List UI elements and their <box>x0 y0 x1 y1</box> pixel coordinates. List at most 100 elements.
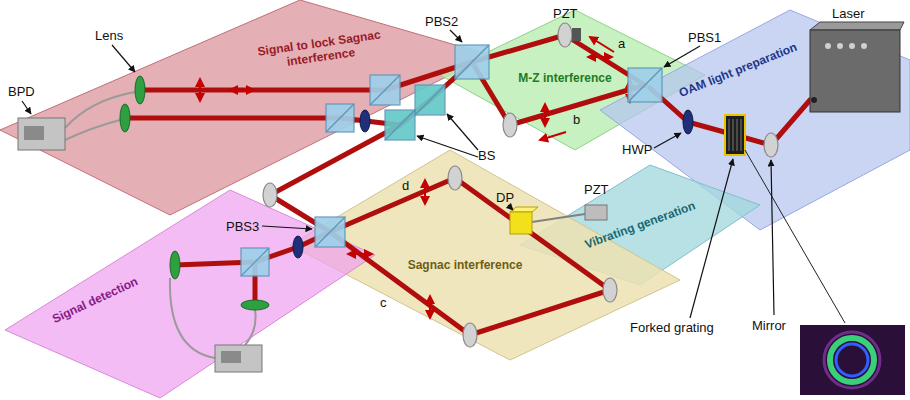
panel-band: Vibrating generation <box>520 165 760 285</box>
mirror <box>764 133 778 157</box>
panel-outline <box>290 150 680 360</box>
part-label: PBS2 <box>425 14 458 29</box>
panel-band: OAM light preparation <box>600 10 910 230</box>
panel-title: M-Z interference <box>518 71 611 85</box>
part-label: Mirror <box>752 318 786 333</box>
label-holder: DP <box>496 190 514 205</box>
label-holder: PBS1 <box>688 30 721 45</box>
beam-splitter-cube <box>315 217 345 247</box>
polarization-arrow <box>424 180 426 204</box>
part-label: BS <box>478 148 495 163</box>
beam-splitter-cube <box>455 45 489 79</box>
part-label: PBS1 <box>688 30 721 45</box>
part-label: HWP <box>622 142 652 157</box>
label-holder: PZT <box>584 182 609 197</box>
forked-grating <box>725 115 745 155</box>
beam-splitter-cube <box>628 68 662 102</box>
dove-prism <box>510 212 532 234</box>
half-wave-plate <box>360 110 370 132</box>
label-holder: b <box>573 112 580 127</box>
panel-band: Sagnac interference <box>290 150 680 360</box>
polarization-arrow <box>544 104 546 126</box>
polarization-arrow <box>429 296 431 318</box>
laser-source <box>825 43 831 49</box>
polarization-arrow <box>588 56 612 58</box>
label-holder: PZT <box>553 6 578 21</box>
panel-band: Signal detection <box>5 190 375 398</box>
leader-line <box>450 30 462 42</box>
text-holder: Signal detection <box>50 274 140 326</box>
laser-source <box>810 30 900 112</box>
part-label: BPD <box>8 84 35 99</box>
piezo-actuator <box>585 205 607 220</box>
part-label: PZT <box>584 182 609 197</box>
panel-title: Signal detection <box>50 274 140 326</box>
text-holder: Signal to lock Sagnac interference <box>244 26 396 75</box>
photodetector <box>18 118 65 150</box>
part-label: PBS3 <box>226 219 259 234</box>
lens <box>135 76 145 104</box>
text-holder: M-Z interference <box>518 71 611 85</box>
panel-outline <box>0 0 490 215</box>
part-label: Laser <box>832 6 865 21</box>
panel-title: Signal to lock Sagnac interference <box>244 26 396 75</box>
beam-splitter-cube <box>455 45 489 79</box>
panel-outline <box>5 190 375 398</box>
beam-splitter-cube <box>415 85 445 115</box>
part-label: c <box>380 295 387 310</box>
panel-outline <box>600 10 910 230</box>
laser-source <box>837 43 843 49</box>
panel-shape <box>5 190 375 398</box>
oam-beam-image <box>824 332 880 388</box>
lens <box>241 300 269 310</box>
label-holder: Laser <box>832 6 865 21</box>
leader-line <box>22 101 31 114</box>
panel-shape <box>290 150 680 360</box>
forked-grating <box>729 119 730 151</box>
mirror <box>503 113 517 137</box>
polarization-arrow <box>230 89 254 91</box>
laser-source <box>810 22 904 112</box>
part-label: b <box>573 112 580 127</box>
mirror <box>263 183 277 207</box>
forked-grating <box>725 115 745 155</box>
photodetector <box>221 351 241 363</box>
half-wave-plate <box>683 110 693 134</box>
part-label: PZT <box>553 6 578 21</box>
panel-band: Signal to lock Sagnac interference <box>0 0 490 215</box>
photodetector <box>215 345 262 372</box>
panel-band: M-Z interference <box>440 10 705 150</box>
lens <box>120 104 130 132</box>
text-holder: OAM light preparation <box>677 40 799 100</box>
beam-splitter-cube <box>315 217 345 247</box>
label-holder: PBS3 <box>226 219 259 234</box>
leader-line <box>112 45 135 72</box>
beam-splitter-cube <box>241 248 269 276</box>
panel-title: OAM light preparation <box>677 40 799 100</box>
beam-splitter-cube <box>385 110 415 140</box>
photodetector <box>24 126 44 140</box>
beam-splitter-cube <box>385 110 415 140</box>
laser-source <box>810 22 904 30</box>
part-label: Lens <box>95 28 123 43</box>
polarization-arrow <box>348 253 372 255</box>
text-holder: Vibrating generation <box>583 199 697 252</box>
beam-splitter-cube <box>370 75 400 105</box>
beam-splitter-cube <box>241 248 269 276</box>
mirror <box>463 323 477 347</box>
beam-splitter-cube <box>326 104 354 132</box>
piezo-actuator <box>572 28 581 41</box>
laser-source <box>849 43 855 49</box>
mirror <box>603 278 617 302</box>
mirror <box>448 166 462 190</box>
label-holder: Forked grating <box>630 320 714 335</box>
polarization-arrow <box>199 79 201 101</box>
part-label: DP <box>496 190 514 205</box>
forked-grating <box>741 119 742 151</box>
beam-splitter-cube <box>628 68 662 102</box>
beam-splitter-cube <box>326 104 354 132</box>
leader-line <box>447 114 478 150</box>
text-holder: Sagnac interference <box>408 258 523 272</box>
label-holder: PBS2 <box>425 14 458 29</box>
